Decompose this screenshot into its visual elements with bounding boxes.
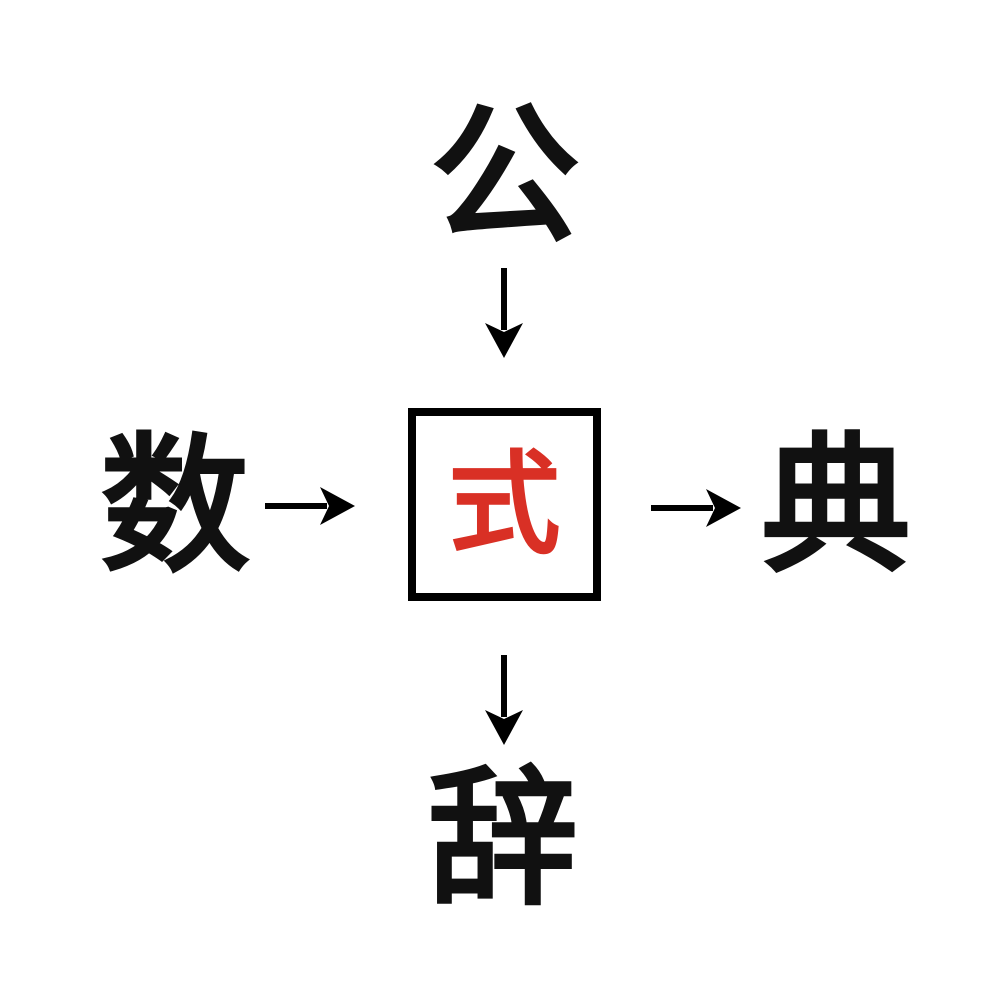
kanji-top: 公: [429, 92, 581, 260]
arrow-down-icon: [485, 655, 523, 745]
kanji-bottom: 辞: [427, 755, 579, 923]
kanji-center: 式: [448, 441, 561, 567]
kanji-right: 典: [760, 422, 912, 590]
arrow-down-icon: [485, 268, 523, 358]
center-answer-box: 式: [408, 408, 601, 601]
kanji-left: 数: [99, 422, 251, 590]
arrow-right-icon: [651, 489, 741, 527]
arrow-right-icon: [265, 487, 355, 525]
